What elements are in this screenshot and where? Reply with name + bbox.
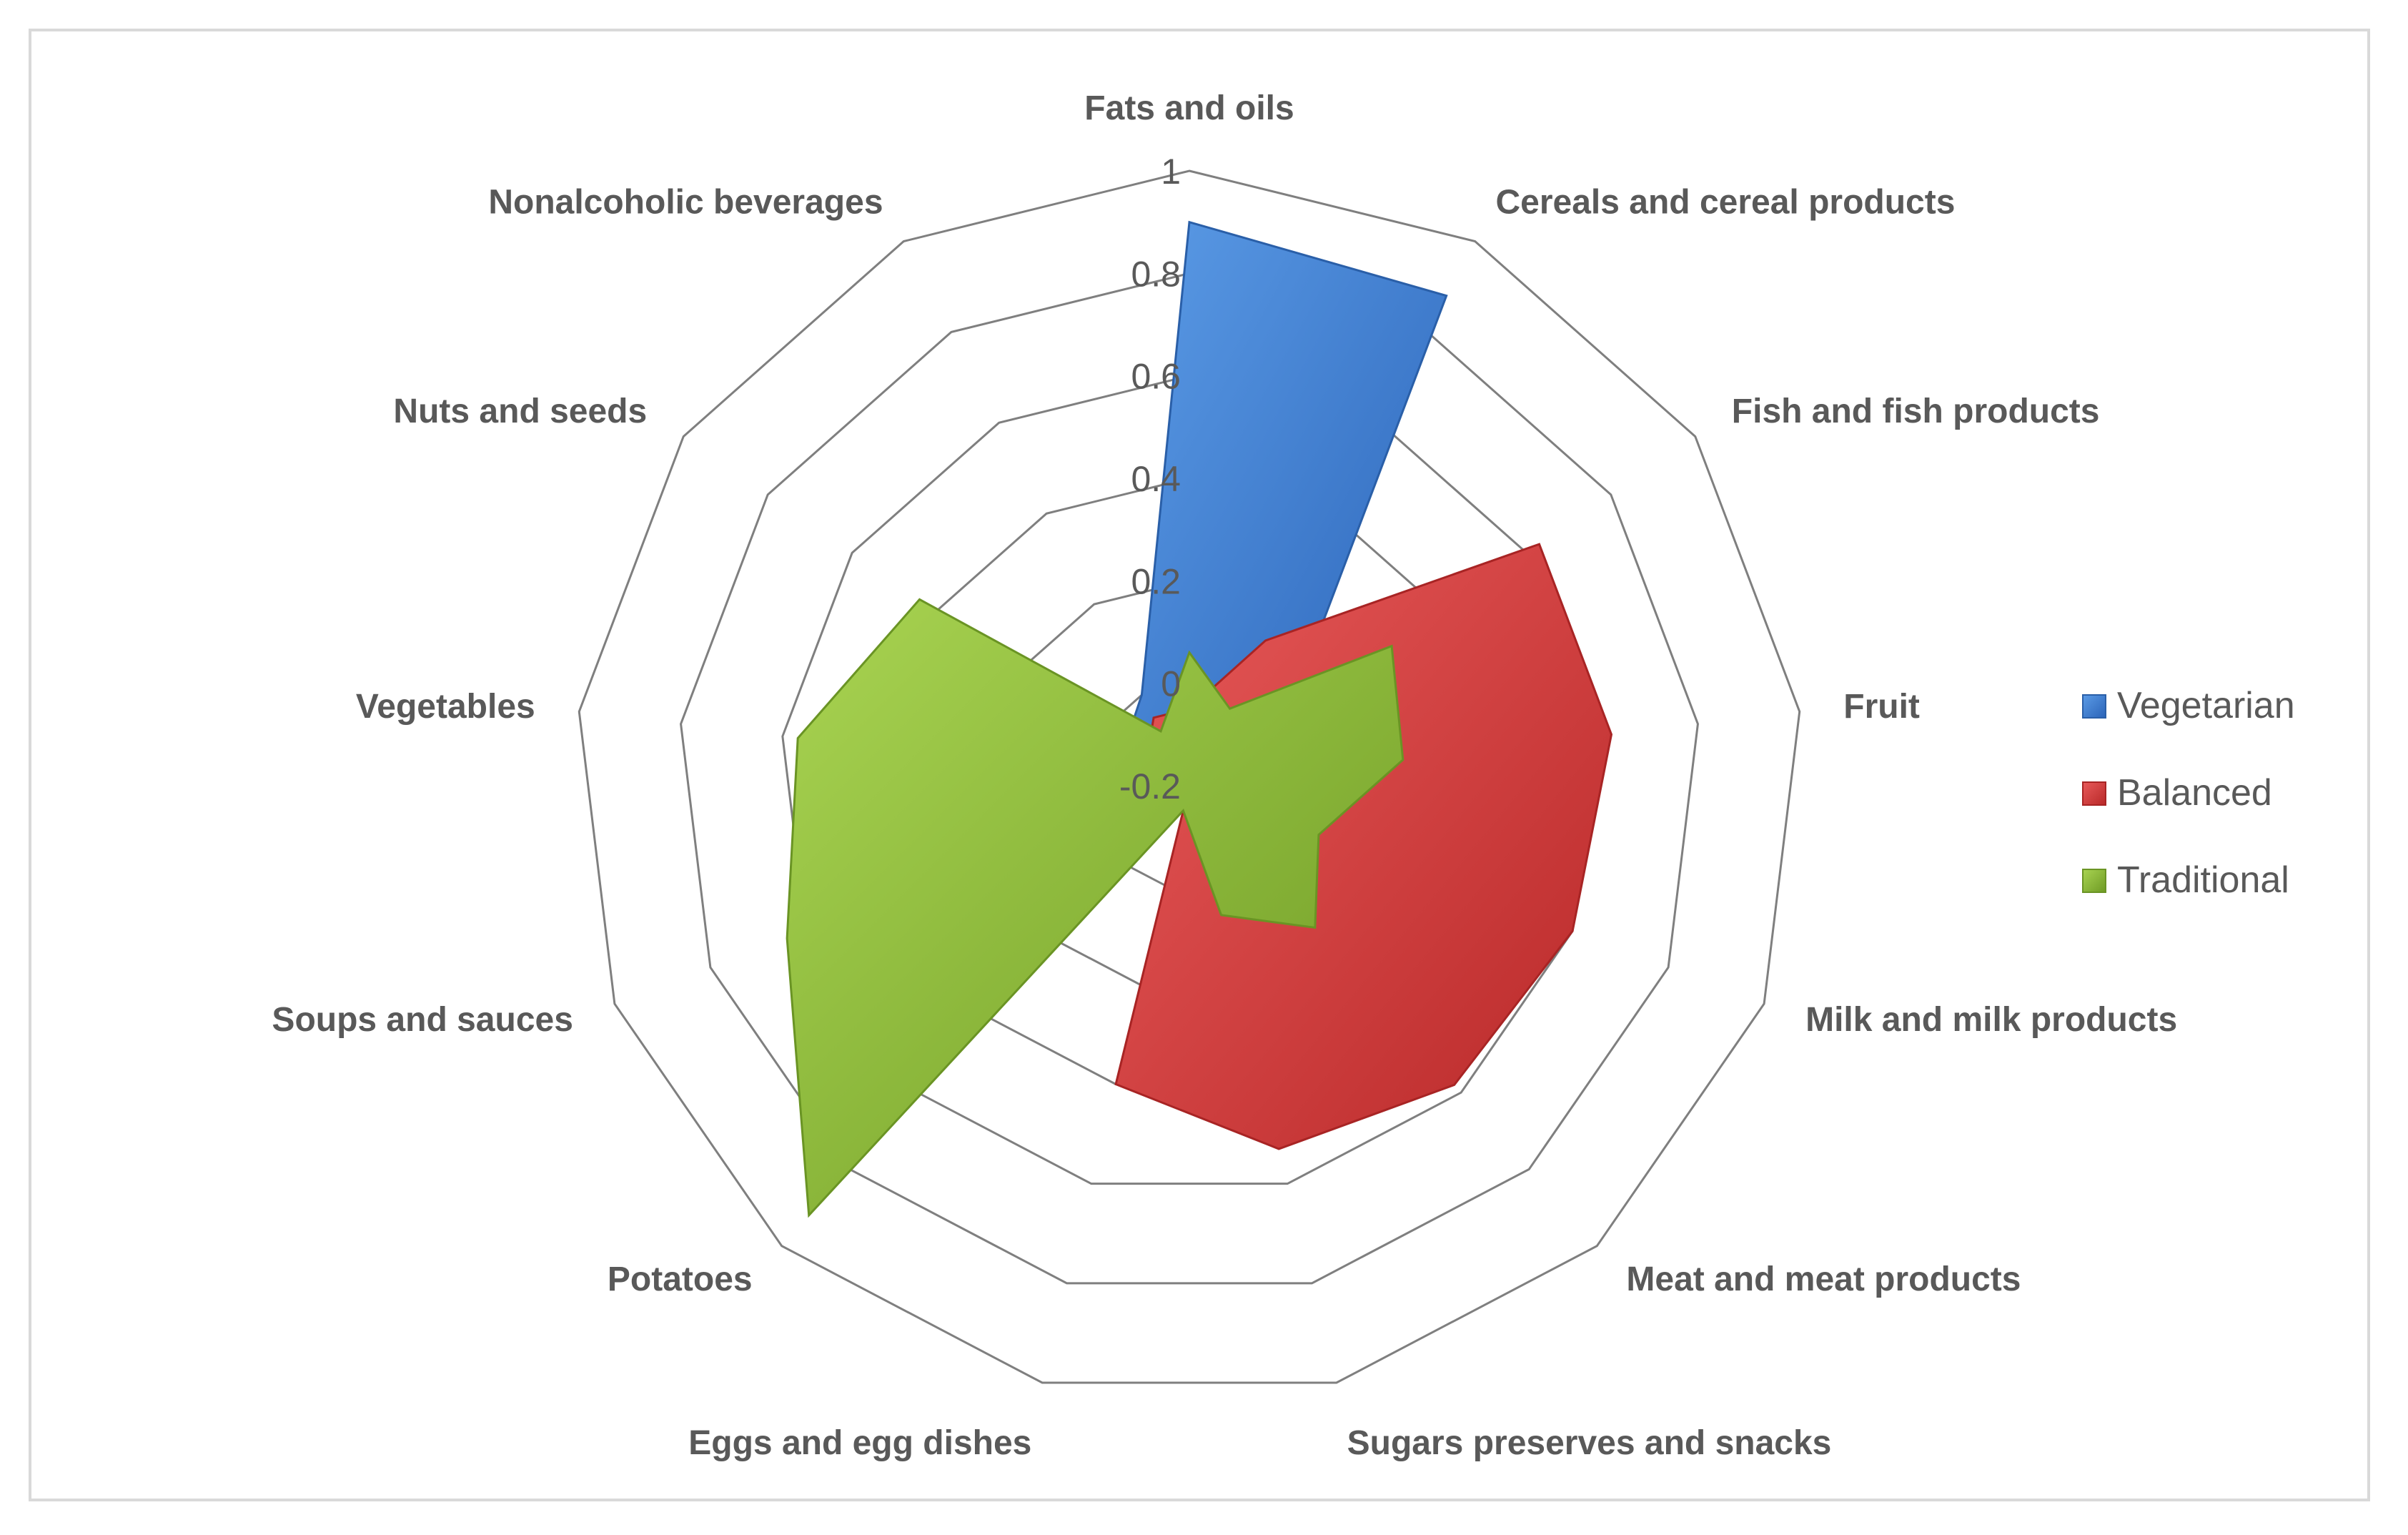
legend-swatch-balanced bbox=[2082, 781, 2106, 806]
category-label: Meat and meat products bbox=[1626, 1260, 2021, 1298]
category-label: Sugars preserves and snacks bbox=[1347, 1424, 1832, 1462]
tick-label: 0.4 bbox=[1131, 459, 1181, 499]
radar-chart: -0.2 0 0.2 0.4 0.6 0.8 1 Fats and oilsCereals … bbox=[272, 89, 2295, 1462]
category-label: Cereals and cereal products bbox=[1495, 184, 1955, 222]
category-label: Fats and oils bbox=[1084, 89, 1294, 127]
tick-label: -0.2 bbox=[1119, 766, 1181, 806]
tick-label: 0.8 bbox=[1131, 254, 1181, 294]
tick-label: 0.2 bbox=[1131, 561, 1181, 601]
legend-label-balanced: Balanced bbox=[2117, 772, 2272, 814]
series-area-traditional bbox=[786, 598, 1404, 1218]
category-label: Milk and milk products bbox=[1805, 1001, 2177, 1039]
category-label: Nonalcoholic beverages bbox=[488, 184, 883, 222]
legend-label-traditional: Traditional bbox=[2117, 859, 2289, 901]
grid-ring-6 bbox=[578, 169, 1801, 1384]
category-label: Eggs and egg dishes bbox=[688, 1424, 1031, 1462]
grid-ring-5 bbox=[680, 272, 1699, 1285]
tick-label: 0 bbox=[1161, 664, 1181, 704]
tick-label: 0.6 bbox=[1131, 357, 1181, 397]
category-label: Soups and sauces bbox=[272, 1001, 573, 1039]
legend-label-vegetarian: Vegetarian bbox=[2117, 685, 2295, 726]
category-label: Fruit bbox=[1843, 688, 1920, 726]
legend-swatch-traditional bbox=[2082, 869, 2106, 893]
tick-label: 1 bbox=[1161, 152, 1181, 192]
category-label: Potatoes bbox=[608, 1260, 753, 1298]
legend-swatch-vegetarian bbox=[2082, 694, 2106, 719]
category-label: Vegetables bbox=[356, 688, 535, 726]
category-label: Nuts and seeds bbox=[393, 393, 647, 430]
radar-series bbox=[786, 220, 1613, 1218]
category-label: Fish and fish products bbox=[1732, 393, 2100, 430]
radial-axis-ticks: -0.2 0 0.2 0.4 0.6 0.8 1 bbox=[1119, 152, 1181, 806]
